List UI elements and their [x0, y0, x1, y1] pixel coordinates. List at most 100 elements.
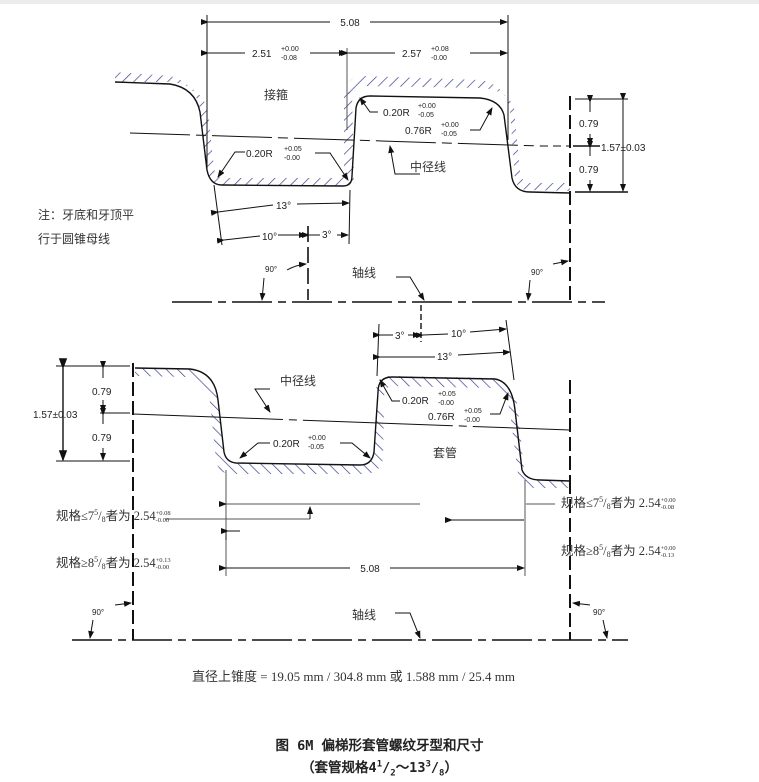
coupling-angle-total: 13° [276, 201, 291, 212]
spec-right-large: 规格≥85/8者为 2.54+0.00-0.13 [561, 543, 676, 560]
casing-hatch-right [376, 376, 570, 488]
tolerance-minus: -0.13 [660, 552, 675, 560]
frac-den: 2 [390, 768, 396, 779]
tolerance-minus: -0.05 [441, 131, 457, 138]
tolerance-minus: -0.00 [431, 55, 447, 62]
frac-num: 5 [94, 555, 99, 564]
spec-tolerance: +0.00-0.13 [661, 545, 676, 559]
coupling-half-height-top: 0.79 [579, 119, 599, 130]
subtitle-suffix: ） [444, 760, 458, 776]
frac-den: 8 [606, 550, 611, 559]
coupling-root-radius-label: 0.20R [246, 149, 273, 160]
frac-den: 8 [439, 768, 445, 779]
spec-prefix: 规格≤7 [56, 509, 95, 523]
coupling-axis-label: 轴线 [352, 265, 376, 280]
casing-pitch-line [132, 413, 571, 431]
tolerance-plus: +0.00 [441, 122, 459, 129]
casing-thread-line [134, 367, 571, 482]
tolerance-minus: -0.00 [464, 417, 480, 424]
subtitle-mid: ～13 [395, 760, 426, 776]
coupling-width-right-label: 2.57 [402, 49, 422, 60]
spec-left-small: 规格≤75/8者为 2.54+0.08-0.00 [56, 508, 171, 525]
tolerance-minus: -0.00 [438, 400, 454, 407]
casing-crest-radius-label: 0.20R [402, 396, 429, 407]
tolerance-plus: +0.00 [308, 435, 326, 442]
coupling-axis-angle-left: 90° [265, 265, 277, 274]
frac-den: 8 [101, 562, 106, 571]
coupling-pitch-line-label: 中径线 [410, 159, 446, 174]
tolerance-plus: +0.00 [660, 545, 676, 553]
casing-axis-angle-right: 90° [593, 608, 605, 617]
casing-axis-angle-left: 90° [92, 608, 104, 617]
spec-right-small: 规格≤75/8者为 2.54+0.00-0.08 [561, 495, 676, 512]
coupling-pitch-label: 5.08 [340, 18, 360, 29]
tolerance-plus: +0.00 [418, 103, 436, 110]
coupling-thread-line [114, 81, 571, 194]
casing-half-height-bottom: 0.79 [92, 433, 112, 444]
frac-num: 5 [599, 495, 604, 504]
coupling-label: 接箍 [264, 87, 288, 102]
coupling-axis-angle-right: 90° [531, 268, 543, 277]
tolerance-plus: +0.05 [438, 391, 456, 398]
subtitle-prefix: （套管规格4 [301, 760, 377, 776]
frac-num: 3 [425, 759, 431, 770]
coupling-angle-load: 10° [262, 232, 277, 243]
casing-pitch-label: 5.08 [360, 564, 380, 575]
casing-thread-height: 1.57±0.03 [33, 410, 78, 421]
casing-half-height-top: 0.79 [92, 387, 112, 398]
coupling-width-left-label: 2.51 [252, 49, 272, 60]
spec-prefix: 规格≥8 [56, 556, 95, 570]
casing-flank-radius-label: 0.76R [428, 412, 455, 423]
coupling-hatch-left [115, 72, 354, 186]
tolerance-minus: -0.00 [155, 517, 170, 525]
tolerance-minus: -0.05 [308, 444, 324, 451]
spec-tolerance: +0.00-0.08 [661, 497, 676, 511]
casing-angle-stab: 3° [395, 331, 405, 342]
casing-label: 套管 [433, 445, 457, 460]
figure-subtitle: （套管规格41/2～133/8） [301, 759, 458, 779]
coupling-hatch-mid [346, 76, 570, 191]
tolerance-plus: +0.00 [281, 46, 299, 53]
note-line-2: 行于圆锥母线 [38, 232, 111, 246]
coupling-angle-stab: 3° [322, 230, 332, 241]
tolerance-plus: +0.08 [155, 510, 171, 518]
casing-profile: 0.79 0.79 1.57±0.03 中径线 0.20R +0.00 -0.0… [33, 305, 628, 641]
spec-mid: 者为 2.54 [610, 496, 661, 510]
coupling-thread-height: 1.57±0.03 [601, 143, 646, 154]
tolerance-minus: -0.08 [281, 55, 297, 62]
spec-tolerance: +0.13-0.00 [156, 557, 171, 571]
frac-num: 1 [376, 759, 383, 770]
tolerance-plus: +0.08 [431, 46, 449, 53]
tolerance-minus: -0.05 [418, 112, 434, 119]
frac-num: 5 [599, 543, 604, 552]
coupling-profile: 5.08 2.51 +0.00 -0.08 2.57 +0.08 -0.00 接… [114, 15, 646, 303]
taper-text: 直径上锥度 = 19.05 mm / 304.8 mm 或 1.588 mm /… [192, 669, 515, 684]
tolerance-plus: +0.00 [660, 497, 676, 505]
figure-title: 图 6M 偏梯形套管螺纹牙型和尺寸 [275, 738, 484, 754]
frac-den: 8 [606, 502, 611, 511]
note: 注：牙底和牙顶平 行于圆锥母线 [38, 203, 134, 251]
casing-hatch-left [135, 368, 384, 474]
spec-mid: 者为 2.54 [105, 556, 156, 570]
casing-angle-load: 10° [451, 329, 466, 340]
frac-den: 8 [101, 515, 106, 524]
casing-pitch-line-label: 中径线 [280, 373, 316, 388]
coupling-flank-radius-label: 0.76R [405, 126, 432, 137]
casing-axis-label: 轴线 [352, 607, 376, 622]
spec-left-large: 规格≥85/8者为 2.54+0.13-0.00 [56, 555, 171, 572]
frac-num: 5 [94, 508, 99, 517]
coupling-half-height-bottom: 0.79 [579, 165, 599, 176]
tolerance-minus: -0.00 [155, 564, 170, 572]
tolerance-minus: -0.08 [660, 504, 675, 512]
spec-prefix: 规格≥8 [561, 544, 600, 558]
tolerance-plus: +0.05 [284, 146, 302, 153]
top-border [0, 0, 759, 4]
tolerance-plus: +0.05 [464, 408, 482, 415]
spec-tolerance: +0.08-0.00 [156, 510, 171, 524]
coupling-crest-radius-label: 0.20R [383, 108, 410, 119]
tolerance-plus: +0.13 [155, 557, 171, 565]
casing-angle-total: 13° [437, 352, 452, 363]
coupling-pitch-line [129, 132, 541, 147]
spec-mid: 者为 2.54 [105, 509, 156, 523]
